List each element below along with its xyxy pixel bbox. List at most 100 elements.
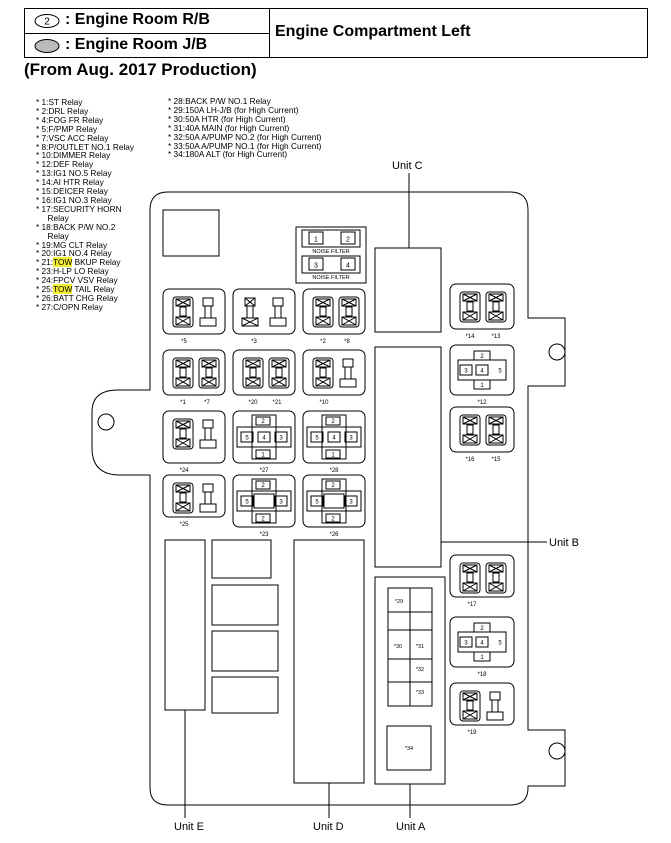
relay-label: *7 [204,400,210,406]
pin-2 [255,416,271,426]
jb-label: : Engine Room J/B [65,36,208,53]
relay-housing [232,474,296,528]
relay-housing [302,474,366,528]
pin-2-label: 2 [480,626,484,632]
legend-left-item: * 26:BATT CHG Relay [36,292,118,303]
legend-left-item: * 27:C/OPN Relay [36,301,103,312]
blank-cavity-e4 [211,676,279,714]
legend-left-item: * 21:TOW BKUP Relay [36,257,121,268]
fuse-31-label: *31 [416,644,424,650]
pin-5-label: 5 [498,641,502,647]
legend-left-item: * 24:FPCV VSV Relay [36,275,118,286]
header-table: 2 : Engine Room R/B : Engine Room J/B En… [24,8,648,58]
legend-left-item: * 14:AI HTR Relay [36,177,104,188]
fuse-32-label: *32 [416,667,424,673]
legend-left-item: * 23:H-LP LO Relay [36,266,109,277]
relay-pin-bottom [199,317,217,327]
relay-housing [449,283,515,330]
relay-housing [449,682,515,726]
relay-pin-top [202,483,214,493]
unit-a-label: Unit A [396,821,426,833]
relay-housing [162,288,226,335]
relay-housing [232,410,296,464]
location-title: Engine Compartment Left [275,23,471,40]
relay-box: *17 [449,554,515,608]
relay-box: *16*15 [449,406,515,463]
fuse-34-label: *34 [405,746,413,752]
legend-left-item: * 8:P/OUTLET NO.1 Relay [36,141,135,152]
rb-oval-icon: 2 [34,14,60,28]
relay-housing [449,616,515,668]
noise-filter: 1 2 NOISE FILTER 3 4 NOISE FILTER [295,226,367,284]
unit-c-cavity [374,247,442,333]
relay-pin-top [202,419,214,429]
rb-label: : Engine Room R/B [65,11,210,28]
relay-box: *5 [162,288,226,345]
pin-5-label: 5 [498,369,502,375]
nf-pin-4: 4 [346,263,350,270]
relay-label: *23 [259,532,269,538]
blank-cavity-e3 [211,630,279,672]
relay-label: *8 [344,339,350,345]
relay-frame [172,418,194,450]
relay-label: *21 [272,400,282,406]
rb-number: 2 [44,17,50,28]
legend-right-item: * 29:150A LH-J/B (for High Current) [168,104,299,115]
legend-right-item: * 33:50A A/PUMP NO.1 (for High Current) [168,140,322,151]
pin-1-label: 2 [261,517,265,523]
pin-1-label: 1 [331,453,335,459]
production-note: (From Aug. 2017 Production) [24,60,257,79]
pin-1-label: 2 [331,517,335,523]
legend-left-item: * 19:MG CLT Relay [36,239,108,250]
fuse-34-cavity [386,725,432,771]
relay-housing [302,288,366,335]
relay-housing [232,349,296,396]
jb-oval-icon [34,39,60,53]
relay-frame [459,414,481,446]
nf-label-1: NOISE FILTER [312,249,349,255]
mount-hole-left [97,413,115,431]
pin-2 [255,480,271,490]
relay-housing [449,554,515,598]
relay-label: *18 [477,672,487,678]
legend-left-item: * 4:FOG FR Relay [36,114,104,125]
jb-housing [91,191,566,806]
relay-label: *24 [179,468,189,474]
relay-frame [172,296,194,328]
pin-3 [344,495,358,507]
legend-right-item: * 34:180A ALT (for High Current) [168,149,288,160]
pin-1-label: 1 [480,655,484,661]
relay-housing [162,410,226,464]
relay-housing [302,349,366,396]
pin-4-label: 4 [480,369,484,375]
pin-3 [274,431,288,443]
legend-left-item: * 7:VSC ACC Relay [36,132,109,143]
legend-left-item: * 10:DIMMER Relay [36,150,111,161]
pin-1-label: 1 [480,383,484,389]
unit-c-label: Unit C [392,160,423,172]
blank-cavity-e2 [211,584,279,626]
pin-2-label: 2 [261,483,265,489]
relay-box: *14*13 [449,283,515,340]
relay-box: *20*21 [232,349,296,406]
pin-2-label: 2 [331,419,335,425]
legend-left-item: * 12:DEF Relay [36,159,94,170]
fuse-grid: *29*30*31*32*33*34 [386,587,433,771]
unit-d-label: Unit D [313,821,344,833]
relay-pin-bottom [241,317,259,327]
pin-5 [310,431,324,443]
relay-label: *5 [181,339,187,345]
relay-box: *3 [232,288,296,345]
fuse-29-label: *29 [395,599,403,605]
pin-2-label: 2 [261,419,265,425]
legend-left-item: * 2:DRL Relay [36,105,89,116]
relay-frame [485,291,507,323]
pin-4 [257,431,271,443]
relay-housing [302,410,366,464]
relay-housing [162,349,226,396]
